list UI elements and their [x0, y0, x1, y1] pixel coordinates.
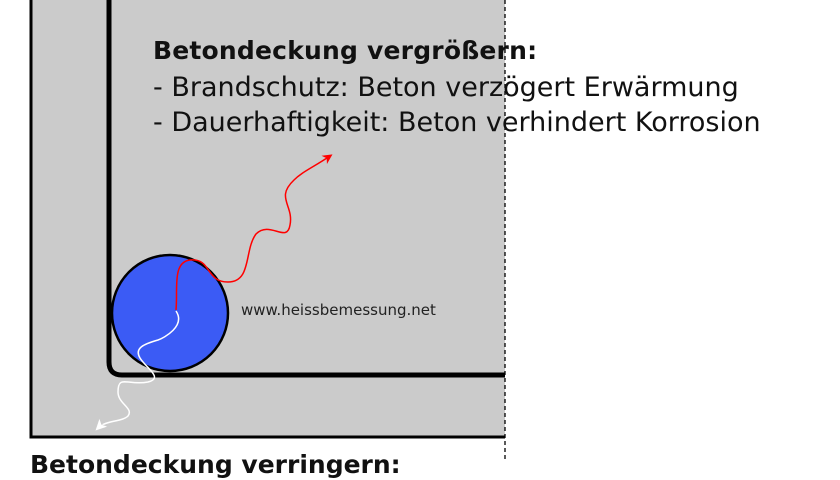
heading-decrease-cover: Betondeckung verringern:	[30, 450, 401, 479]
cool-arrow	[98, 310, 180, 428]
section-outer-edge	[29, 0, 505, 439]
item-durability: - Dauerhaftigkeit: Beton verhindert Korr…	[153, 107, 761, 138]
item-fire-protection: - Brandschutz: Beton verzögert Erwärmung	[153, 72, 739, 103]
concrete-section	[30, 0, 505, 437]
heading-increase-cover: Betondeckung vergrößern:	[153, 36, 538, 65]
watermark-url: www.heissbemessung.net	[241, 301, 436, 319]
stirrup	[106, 0, 505, 378]
heat-arrow	[175, 154, 333, 311]
rebar-circle	[110, 253, 230, 373]
